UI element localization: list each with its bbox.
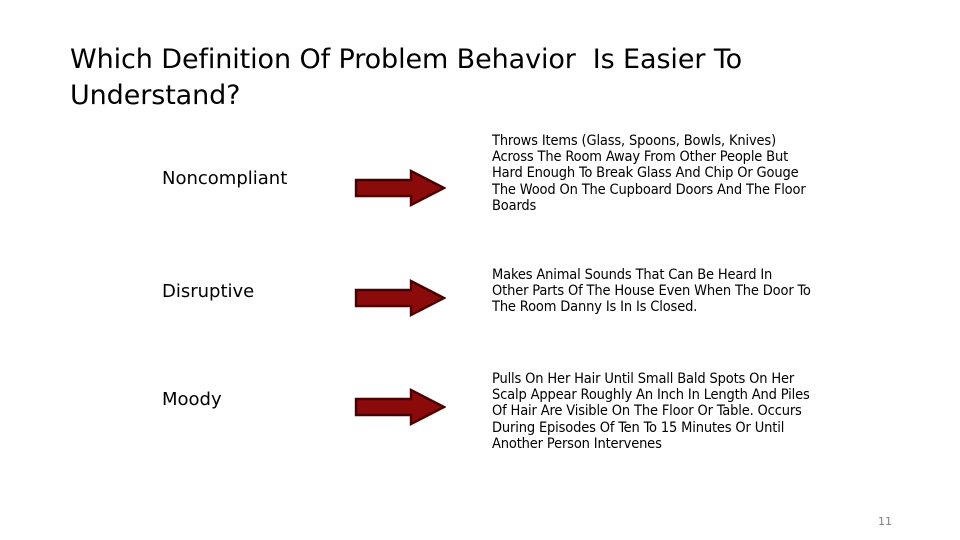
behavior-term-label: Noncompliant [162,168,288,189]
behavior-term-label: Moody [162,389,222,410]
behavior-term-label: Disruptive [162,281,255,302]
definition-row: Disruptive Makes Animal Sounds That Can … [0,264,960,338]
right-arrow-icon [354,279,446,317]
right-arrow-icon [354,388,446,426]
right-arrow-icon [354,169,446,207]
definition-row: Noncompliant Throws Items (Glass, Spoons… [0,131,960,237]
behavior-definition-text: Makes Animal Sounds That Can Be Heard In… [492,267,811,316]
page-number: 11 [878,515,892,528]
behavior-definition-text: Throws Items (Glass, Spoons, Bowls, Kniv… [492,133,806,214]
page-title: Which Definition Of Problem Behavior Is … [70,44,751,112]
definition-row: Moody Pulls On Her Hair Until Small Bald… [0,367,960,473]
behavior-definition-text: Pulls On Her Hair Until Small Bald Spots… [492,371,810,452]
